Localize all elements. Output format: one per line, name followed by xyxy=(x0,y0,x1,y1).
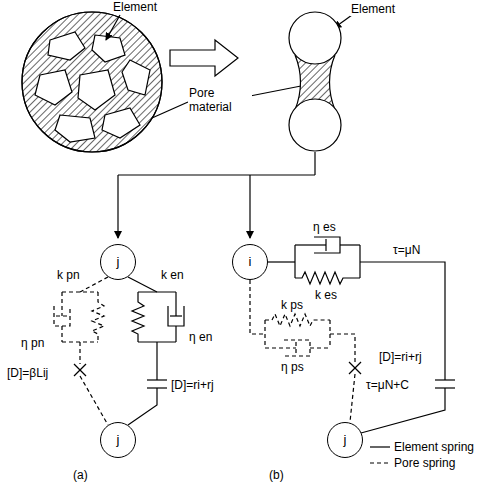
particle-circle: j xyxy=(327,422,363,458)
particle-circle: i xyxy=(232,244,268,280)
element-circle xyxy=(289,99,341,151)
diagram-label: [D]=ri+rj xyxy=(378,350,423,364)
element-spring-a xyxy=(128,277,184,425)
element-circle xyxy=(289,12,341,64)
hollow-arrow xyxy=(170,40,238,76)
diagram-label: τ=μN xyxy=(392,243,421,257)
leader-line xyxy=(250,86,301,96)
split-line xyxy=(314,152,315,175)
legend-text: Element spring xyxy=(394,440,474,454)
diagram-label: k ps xyxy=(280,298,304,312)
slider-b xyxy=(349,362,361,374)
pore-spring-a xyxy=(54,277,108,425)
legend-entry: Pore spring xyxy=(393,456,456,470)
diagram-label: (b) xyxy=(268,468,285,482)
leader-line xyxy=(152,102,188,118)
diagram-label: [D]=βLij xyxy=(6,366,49,380)
concrete-section xyxy=(22,12,162,152)
legend-samples xyxy=(370,447,390,463)
pore-spring-b xyxy=(250,280,355,422)
diagram-label: η ps xyxy=(280,360,305,374)
particle-circle: j xyxy=(100,244,136,280)
diagram-label: η es xyxy=(312,220,337,234)
particle-name: i xyxy=(249,255,252,269)
diagram-label: Element xyxy=(112,0,158,14)
diagram-label: τ=μN+C xyxy=(365,378,410,392)
particle-name: j xyxy=(344,433,347,447)
diagram-label: η pn xyxy=(20,336,45,350)
split-line xyxy=(118,174,315,175)
split-arrow xyxy=(249,175,250,238)
diagram-label: [D]=ri+rj xyxy=(170,378,215,392)
diagram-label: Pore material xyxy=(188,86,252,114)
particle-circle: j xyxy=(100,422,136,458)
diagram-label: k pn xyxy=(56,268,81,282)
leader-line xyxy=(106,15,120,40)
slider-a xyxy=(74,364,86,376)
stones xyxy=(35,32,150,142)
particle-name: j xyxy=(117,255,120,269)
particle-name: j xyxy=(117,433,120,447)
section-outline xyxy=(22,12,162,152)
legend-entry: Element spring xyxy=(393,440,475,454)
legend-text: Pore spring xyxy=(394,456,455,470)
diagram-label: (a) xyxy=(72,468,89,482)
diagram-label: Element xyxy=(350,2,396,16)
diagram-label: k es xyxy=(314,288,338,302)
diagram-label: k en xyxy=(160,268,185,282)
top-illustration xyxy=(22,12,352,238)
element-spring-b xyxy=(268,237,455,433)
diagram-label: η en xyxy=(188,330,213,344)
split-arrow xyxy=(117,175,118,238)
